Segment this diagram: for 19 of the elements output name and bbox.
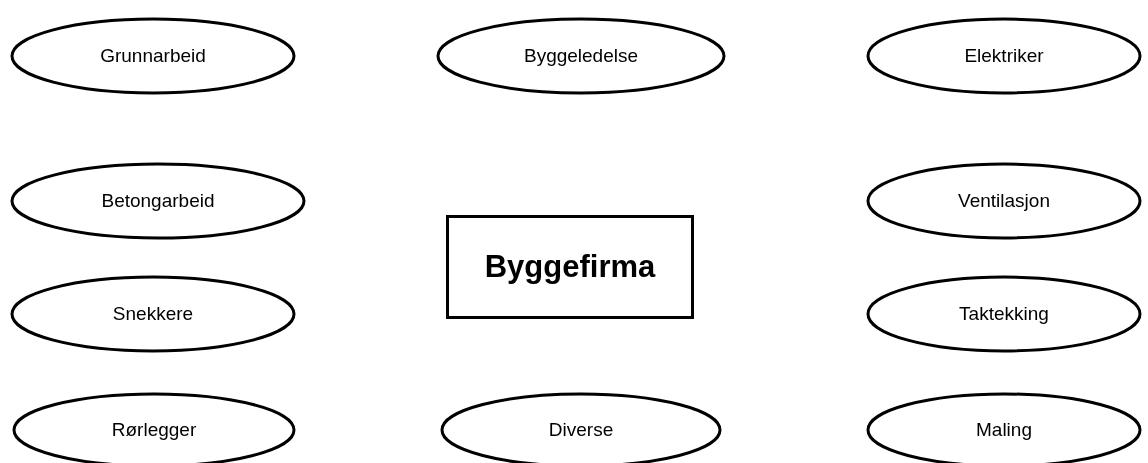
department-label: Grunnarbeid [100, 45, 206, 67]
department-oval [10, 17, 296, 95]
department-label: Snekkere [112, 303, 194, 325]
department-oval [436, 17, 726, 95]
department-label: Rørlegger [111, 419, 197, 441]
department-label: Ventilasjon [958, 190, 1050, 212]
department-oval [866, 275, 1142, 353]
company-box [446, 215, 694, 319]
department-label: Elektriker [964, 45, 1044, 67]
department-oval [866, 162, 1142, 240]
department-label: Byggeledelse [523, 45, 639, 67]
department-label: Betongarbeid [101, 190, 215, 212]
department-label: Diverse [548, 419, 614, 441]
department-label: Maling [976, 419, 1032, 441]
department-oval [866, 17, 1142, 95]
department-oval [10, 275, 296, 353]
company-name: Byggefirma [484, 249, 656, 285]
department-oval [10, 162, 306, 240]
department-label: Taktekking [959, 303, 1049, 325]
